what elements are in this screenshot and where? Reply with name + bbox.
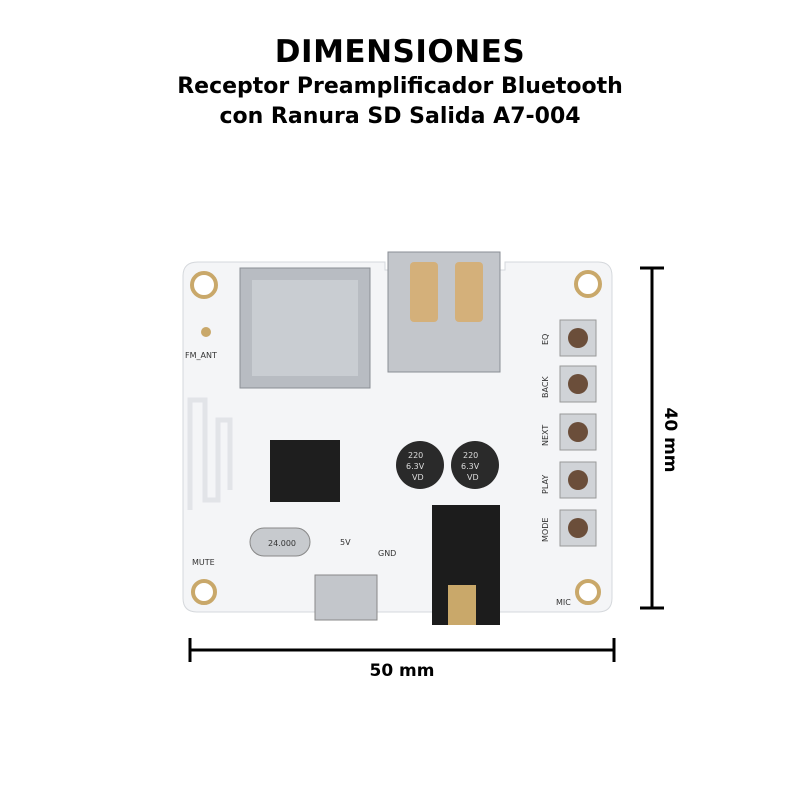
cap-text: 6.3V bbox=[406, 462, 425, 471]
label-back: BACK bbox=[541, 376, 550, 398]
cap-text: 6.3V bbox=[461, 462, 480, 471]
crystal: 24.000 bbox=[249, 527, 311, 557]
label-eq: EQ bbox=[541, 334, 550, 345]
subtitle-line-1: Receptor Preamplificador Bluetooth bbox=[177, 74, 623, 99]
cap-text: VD bbox=[412, 473, 424, 482]
capacitor-1: 220 6.3V VD bbox=[396, 441, 444, 489]
crystal-text: 24.000 bbox=[268, 539, 296, 548]
label-play: PLAY bbox=[541, 475, 550, 494]
label-gnd: GND bbox=[378, 549, 396, 558]
buttons bbox=[559, 319, 597, 547]
micro-usb-port bbox=[314, 574, 378, 621]
sd-card-slot bbox=[239, 267, 371, 389]
label-next: NEXT bbox=[541, 425, 550, 446]
subtitle-line-2: con Ranura SD Salida A7-004 bbox=[219, 104, 581, 129]
label-5v: 5V bbox=[340, 538, 351, 547]
label-mode: MODE bbox=[541, 518, 550, 542]
label-fm-ant: FM_ANT bbox=[185, 351, 217, 360]
label-mute: MUTE bbox=[192, 558, 215, 567]
antenna-trace bbox=[187, 397, 233, 510]
width-label: 50 mm bbox=[369, 661, 434, 681]
usb-port bbox=[387, 251, 501, 373]
audio-jack bbox=[432, 505, 500, 625]
page-title: DIMENSIONES bbox=[274, 34, 526, 70]
height-label: 40 mm bbox=[660, 407, 680, 472]
width-dimension: 50 mm bbox=[188, 638, 616, 681]
cap-text: 220 bbox=[408, 451, 423, 460]
cap-text: VD bbox=[467, 473, 479, 482]
height-dimension: 40 mm bbox=[640, 266, 680, 610]
ic-chip bbox=[270, 440, 340, 502]
capacitor-2: 220 6.3V VD bbox=[451, 441, 499, 489]
cap-text: 220 bbox=[463, 451, 478, 460]
label-mic: MIC bbox=[556, 598, 571, 607]
